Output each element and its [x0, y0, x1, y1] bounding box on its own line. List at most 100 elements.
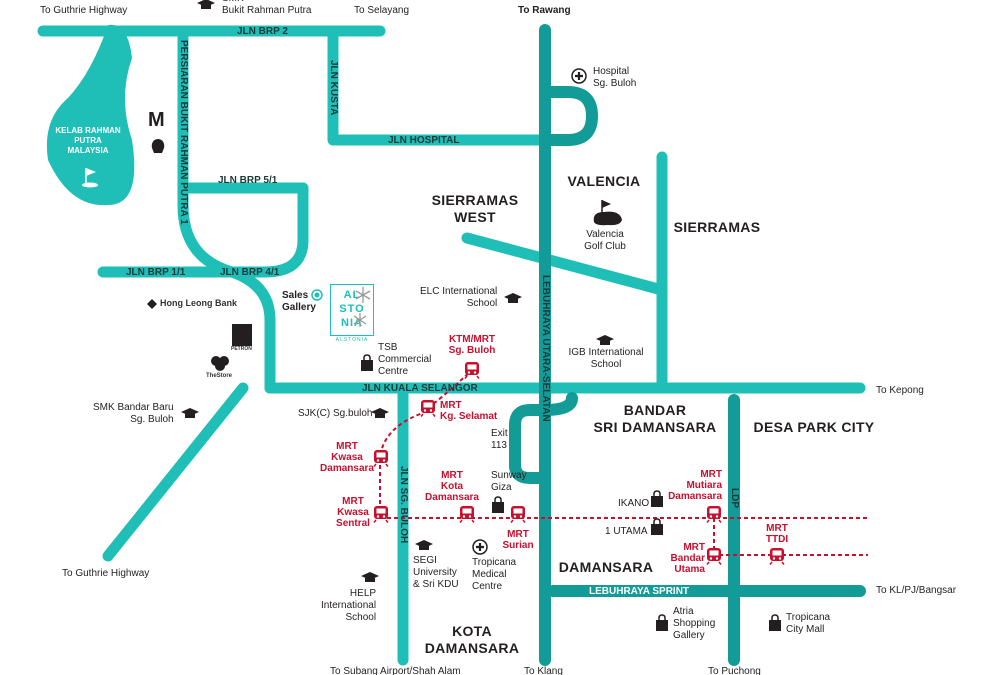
road-label-sg-buloh: JLN SG. BULOH	[398, 466, 409, 544]
dest-guthrie-top: To Guthrie Highway	[40, 5, 128, 16]
exit-113-label: Exit 113	[491, 428, 508, 451]
road-bukit-rahman-putra	[177, 25, 276, 394]
alstonia-logo-letters: AL STO NIA	[339, 289, 365, 329]
shopping-bag-icon-tsb	[361, 354, 373, 371]
the-store-label: TheStore	[206, 373, 233, 379]
mrt-train-icon-kwasa-sentral	[373, 505, 389, 523]
sales-gallery-marker-icon	[311, 289, 323, 301]
ikano-label: IKANO	[618, 498, 650, 509]
station-label-kota-damansara: MRT Kota Damansara	[425, 470, 479, 503]
shopping-bag-icon-one-utama	[651, 518, 663, 535]
hong-leong-bank-name: Hong Leong Bank	[160, 298, 237, 308]
tsb-commercial-label: TSB Commercial Centre	[378, 342, 432, 377]
hospital-cross-icon	[571, 68, 587, 84]
sales-gallery-label: Sales Gallery	[282, 290, 316, 313]
mrt-train-icon-ktm-sg-buloh	[464, 361, 480, 379]
area-sierramas: SIERRAMAS	[673, 219, 761, 235]
school-cap-icon-help	[361, 572, 379, 582]
dest-selayang: To Selayang	[354, 5, 410, 16]
dest-guthrie-bottom: To Guthrie Highway	[62, 568, 150, 579]
school-cap-icon-smk-bandar-baru	[181, 408, 199, 418]
dest-kepong: To Kepong	[876, 385, 924, 396]
alstonia-logo: AL STO NIA	[330, 284, 374, 336]
dest-klang: To Klang	[524, 666, 563, 675]
petron-label: PETRON	[231, 346, 252, 352]
school-cap-icon-sjk	[371, 408, 389, 418]
shopping-bag-icon-tropicana-city	[769, 614, 781, 631]
dest-rawang: To Rawang	[518, 5, 571, 16]
medical-cross-icon	[472, 539, 488, 555]
area-desa-park-city: DESA PARK CITY	[753, 419, 875, 435]
road-label-hospital: JLN HOSPITAL	[388, 135, 460, 146]
road-label-brp2: JLN BRP 2	[237, 26, 288, 37]
station-label-bandar-utama: MRT Bandar Utama	[670, 542, 705, 575]
valencia-golf-club-label: Valencia Golf Club	[584, 229, 626, 252]
station-label-kg-selamat: MRT Kg. Selamat	[440, 400, 498, 422]
road-label-brp4: JLN BRP 4/1	[220, 267, 280, 278]
station-label-kwasa-damansara: MRT Kwasa Damansara	[320, 441, 374, 474]
valencia-golf-icon	[593, 200, 622, 226]
road-label-ldp: LDP	[729, 488, 740, 508]
igb-school-label: IGB International School	[568, 347, 644, 370]
tropicana-city-label: Tropicana City Mall	[786, 612, 831, 635]
shell-station-icon	[151, 139, 165, 153]
sunway-giza-label: Sunway Giza	[491, 470, 527, 493]
shopping-bag-icon-ikano	[651, 490, 663, 507]
dest-kl-pj-bangsar: To KL/PJ/Bangsar	[876, 585, 957, 596]
station-label-surian: MRT Surian	[502, 529, 534, 551]
hong-leong-bank-logo: Hong Leong Bank	[160, 298, 237, 308]
station-label-ktm-sg-buloh: KTM/MRT Sg. Buloh	[448, 334, 496, 356]
area-valencia: VALENCIA	[567, 173, 641, 189]
road-exit-loop	[509, 404, 551, 484]
hospital-sg-buloh-label: Hospital Sg. Buloh	[593, 66, 637, 89]
road-label-brp1: JLN BRP 1/1	[126, 267, 186, 278]
dest-subang: To Subang Airport/Shah Alam	[330, 666, 461, 675]
petron-logo	[232, 324, 252, 346]
mrt-train-icon-kota-damansara	[459, 505, 475, 523]
smk-bukit-rahman-putra-label: SMK Bukit Rahman Putra	[222, 0, 312, 16]
mrt-train-icon-surian	[510, 505, 526, 523]
road-brp5	[97, 182, 309, 278]
segi-university-label: SEGI University & Sri KDU	[413, 555, 459, 590]
road-label-bukit-rahman-putra: PERSIARAN BUKIT RAHMAN PUTRA 1	[178, 40, 189, 225]
one-utama-label: 1 UTAMA	[605, 526, 648, 537]
dest-puchong: To Puchong	[708, 666, 761, 675]
school-cap-icon-elc	[504, 293, 522, 303]
area-kota-damansara: KOTA DAMANSARA	[424, 623, 520, 656]
school-cap-icon-segi	[415, 540, 433, 550]
shopping-bag-icon-sunway-giza	[492, 496, 504, 513]
station-label-ttdi: MRT TTDI	[765, 523, 789, 545]
road-kusta	[327, 25, 551, 146]
help-school-label: HELP International School	[321, 588, 377, 623]
smk-bandar-baru-label: SMK Bandar Baru Sg. Buloh	[93, 402, 174, 425]
road-label-kuala-selangor: JLN KUALA SELANGOR	[362, 383, 478, 394]
mrt-line-kwasa	[379, 369, 473, 518]
mrt-train-icon-ttdi	[769, 547, 785, 565]
golf-club-rahman-putra-label: KELAB RAHMAN PUTRA MALAYSIA	[55, 126, 121, 155]
mrt-train-icon-kg-selamat	[420, 399, 436, 417]
school-cap-icon-igb	[596, 335, 614, 345]
road-label-kusta: JLN KUSTA	[328, 60, 339, 116]
station-label-mutiara-damansara: MRT Mutiara Damansara	[668, 469, 722, 502]
alstonia-leaf-icon	[353, 287, 371, 327]
road-sierramas-west	[461, 232, 668, 296]
tropicana-medical-label: Tropicana Medical Centre	[472, 557, 517, 592]
road-label-plus: LEBUHRAYA UTARA-SELATAN	[540, 275, 551, 422]
hong-leong-bank-icon	[147, 299, 157, 309]
alstonia-logo-name: ALSTONIA	[335, 337, 369, 343]
mrt-train-icon-kwasa-damansara	[373, 449, 389, 467]
atria-gallery-label: Atria Shopping Gallery	[673, 606, 716, 641]
elc-school-label: ELC International School	[420, 286, 498, 309]
road-label-brp5: JLN BRP 5/1	[218, 175, 278, 186]
area-sierramas-west: SIERRAMAS WEST	[431, 192, 519, 225]
area-bandar-sri-damansara: BANDAR SRI DAMANSARA	[593, 402, 717, 435]
mcdonalds-icon: M	[148, 109, 165, 131]
shopping-bag-icon-atria	[656, 614, 668, 631]
golf-course-rahman-putra	[46, 24, 135, 206]
mrt-train-icon-bandar-utama	[706, 547, 722, 565]
area-damansara: DAMANSARA	[558, 559, 654, 575]
sjk-sg-buloh-label: SJK(C) Sg.buloh	[298, 408, 373, 419]
road-guthrie-bottom	[102, 382, 249, 562]
station-label-kwasa-sentral: MRT Kwasa Sentral	[336, 496, 370, 529]
mrt-train-icon-mutiara-damansara	[706, 505, 722, 523]
